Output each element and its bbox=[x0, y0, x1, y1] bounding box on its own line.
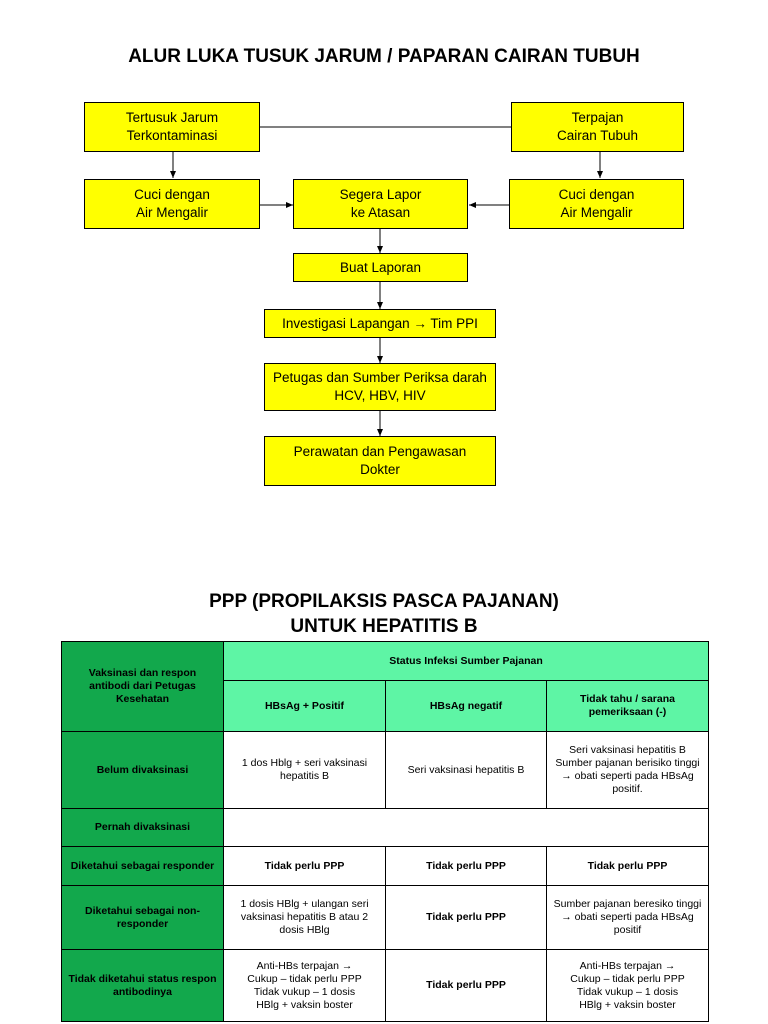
cell: Seri vaksinasi hepatitis B Sumber pajana… bbox=[545, 731, 710, 809]
box-perawatan: Perawatan dan Pengawasan Dokter bbox=[264, 436, 496, 486]
row-label-responder: Diketahui sebagai responder bbox=[61, 846, 224, 886]
ppp-table: Vaksinasi dan respon antibodi dari Petug… bbox=[61, 641, 710, 1022]
cell: 1 dosis HBlg + ulangan seri vaksinasi he… bbox=[223, 885, 386, 950]
col-header-positif: HBsAg + Positif bbox=[223, 680, 386, 732]
box-terpajan-cairan: Terpajan Cairan Tubuh bbox=[511, 102, 684, 152]
box-buat-laporan: Buat Laporan bbox=[293, 253, 468, 282]
cell-empty bbox=[222, 808, 710, 847]
cell: Tidak perlu PPP bbox=[223, 846, 386, 886]
ppp-title-line2: UNTUK HEPATITIS B bbox=[290, 616, 478, 637]
box-segera-lapor: Segera Lapor ke Atasan bbox=[293, 179, 468, 229]
table-row: Belum divaksinasi 1 dos Hblg + seri vaks… bbox=[61, 731, 710, 809]
box-investigasi: Investigasi Lapangan → Tim PPI bbox=[264, 309, 496, 338]
row-label-pernah: Pernah divaksinasi bbox=[61, 808, 224, 847]
cell: Tidak perlu PPP bbox=[385, 846, 547, 886]
ppp-title-line1: PPP (PROPILAKSIS PASCA PAJANAN) bbox=[209, 591, 559, 612]
cell: Tidak perlu PPP bbox=[545, 846, 710, 886]
box-tertusuk-jarum: Tertusuk Jarum Terkontaminasi bbox=[84, 102, 260, 152]
col-header-tidak-tahu: Tidak tahu / sarana pemeriksaan (-) bbox=[545, 680, 710, 732]
box-periksa-darah: Petugas dan Sumber Periksa darah HCV, HB… bbox=[264, 363, 496, 411]
table-row: Pernah divaksinasi bbox=[61, 808, 710, 847]
cell: Seri vaksinasi hepatitis B bbox=[385, 731, 547, 809]
cell: Sumber pajanan beresiko tinggi → obati s… bbox=[545, 885, 710, 950]
ppp-title: PPP (PROPILAKSIS PASCA PAJANAN) UNTUK HE… bbox=[0, 589, 768, 639]
table-row: Tidak diketahui status respon antibodiny… bbox=[61, 949, 710, 1022]
col-header-negatif: HBsAg negatif bbox=[385, 680, 547, 732]
flow-title: ALUR LUKA TUSUK JARUM / PAPARAN CAIRAN T… bbox=[128, 46, 640, 67]
row-label-belum: Belum divaksinasi bbox=[61, 731, 224, 809]
cell: Anti-HBs terpajan → Cukup – tidak perlu … bbox=[223, 949, 386, 1022]
flow-connectors bbox=[170, 126, 603, 436]
cell: Anti-HBs terpajan → Cukup – tidak perlu … bbox=[545, 949, 710, 1022]
corner-header: Vaksinasi dan respon antibodi dari Petug… bbox=[61, 641, 224, 732]
box-cuci-left: Cuci dengan Air Mengalir bbox=[84, 179, 260, 229]
box-cuci-right: Cuci dengan Air Mengalir bbox=[509, 179, 684, 229]
table-row: Diketahui sebagai responder Tidak perlu … bbox=[61, 846, 710, 886]
row-label-tidak-diketahui: Tidak diketahui status respon antibodiny… bbox=[61, 949, 224, 1022]
row-label-non-responder: Diketahui sebagai non-responder bbox=[61, 885, 224, 950]
cell: Tidak perlu PPP bbox=[385, 885, 547, 950]
table-row: Diketahui sebagai non-responder 1 dosis … bbox=[61, 885, 710, 950]
status-header: Status Infeksi Sumber Pajanan bbox=[222, 641, 710, 681]
cell: 1 dos Hblg + seri vaksinasi hepatitis B bbox=[223, 731, 386, 809]
cell: Tidak perlu PPP bbox=[385, 949, 547, 1022]
